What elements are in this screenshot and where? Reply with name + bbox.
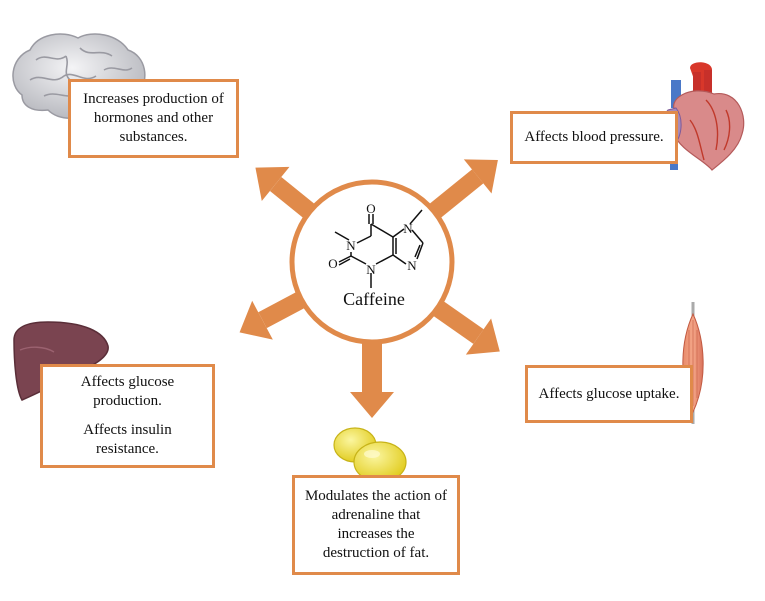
atom-n9: N [407, 258, 417, 273]
heart-effect-box: Affects blood pressure. [510, 111, 678, 164]
caffeine-molecule [334, 209, 424, 288]
brain-effect-box: Increases production of hormones and oth… [68, 79, 239, 158]
liver-icon [13, 321, 109, 401]
muscle-effect-box: Affects glucose uptake. [525, 365, 693, 423]
liver-effect-text-2: Affects insulin resistance. [83, 422, 172, 457]
atom-n7: N [403, 221, 413, 236]
fat-icon [333, 427, 407, 483]
atom-o-top: O [366, 201, 375, 216]
fat-effect-text: Modulates the action of adrenaline that … [304, 488, 448, 561]
atom-n1: N [346, 238, 356, 253]
atom-n3: N [366, 262, 376, 277]
fat-effect-box: Modulates the action of adrenaline that … [292, 475, 460, 575]
caffeine-label: Caffeine [343, 289, 405, 309]
muscle-effect-text: Affects glucose uptake. [538, 385, 680, 402]
molecule-atom-labels: O O N N N N [328, 201, 417, 277]
liver-effect-box: Affects glucose production. Affects insu… [40, 364, 215, 468]
brain-effect-text: Increases production of hormones and oth… [83, 91, 224, 145]
atom-o-left: O [328, 256, 337, 271]
heart-effect-text: Affects blood pressure. [524, 129, 664, 145]
liver-effect-text-1: Affects glucose production. [80, 374, 175, 409]
